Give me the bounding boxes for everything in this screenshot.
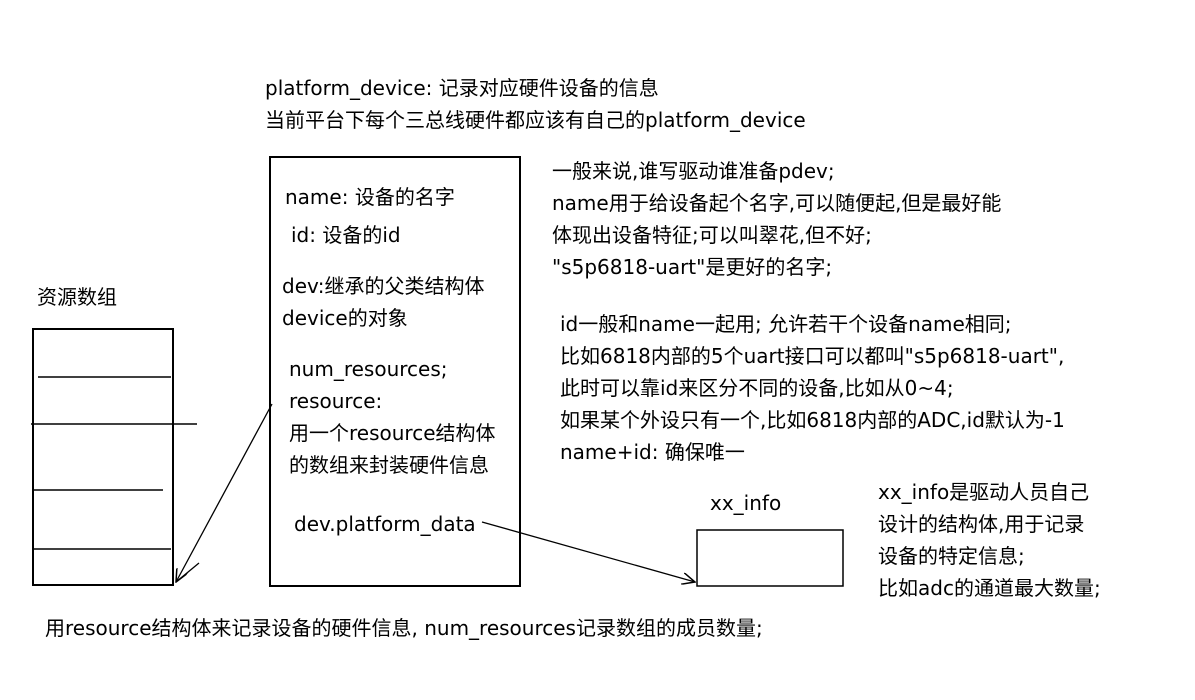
pdev-resource-desc-2: 的数组来封装硬件信息	[289, 453, 489, 477]
xx-info-note-line: xx_info是驱动人员自己	[878, 480, 1090, 504]
pdev-resource-desc-1: 用一个resource结构体	[289, 421, 496, 445]
pdev-dev-field: dev:继承的父类结构体	[282, 274, 485, 298]
id-note-line: 此时可以靠id来区分不同的设备,比如从0~4;	[560, 376, 954, 400]
resource-array-box	[32, 328, 174, 586]
pdev-resource-field: resource:	[289, 389, 383, 413]
xx-info-note-line: 比如adc的通道最大数量;	[878, 576, 1101, 600]
id-note-line: 如果某个外设只有一个,比如6818内部的ADC,id默认为-1	[560, 408, 1065, 432]
platform-data-arrow	[481, 521, 695, 582]
name-note: 一般来说,谁写驱动谁准备pdev; name用于给设备起个名字,可以随便起,但是…	[552, 155, 1001, 283]
name-note-line: 体现出设备特征;可以叫翠花,但不好;	[552, 223, 872, 247]
id-note: id一般和name一起用; 允许若干个设备name相同; 比如6818内部的5个…	[560, 308, 1065, 468]
xx-info-note-line: 设备的特定信息;	[878, 544, 1025, 568]
header-line-2: 当前平台下每个三总线硬件都应该有自己的platform_device	[265, 108, 806, 132]
header-line-1: platform_device: 记录对应硬件设备的信息	[265, 76, 659, 100]
resource-arrow-tail	[175, 562, 200, 583]
name-note-line: name用于给设备起个名字,可以随便起,但是最好能	[552, 191, 1002, 215]
platform-device-box	[269, 156, 521, 587]
pdev-num-resources-field: num_resources;	[289, 357, 448, 381]
id-note-line: 比如6818内部的5个uart接口可以都叫"s5p6818-uart",	[560, 344, 1065, 368]
resource-array-title: 资源数组	[37, 285, 117, 309]
xx-info-note-line: 设计的结构体,用于记录	[878, 512, 1085, 536]
pdev-dev-desc: device的对象	[282, 306, 408, 330]
pdev-name-field: name: 设备的名字	[285, 185, 455, 209]
xx-info-note: xx_info是驱动人员自己 设计的结构体,用于记录 设备的特定信息; 比如ad…	[878, 476, 1101, 604]
pdev-id-field: id: 设备的id	[291, 223, 401, 247]
name-note-line: 一般来说,谁写驱动谁准备pdev;	[552, 159, 835, 183]
id-note-line: id一般和name一起用; 允许若干个设备name相同;	[560, 312, 1012, 336]
xx-info-title: xx_info	[710, 491, 782, 515]
xx-info-box	[696, 529, 844, 587]
id-note-line: name+id: 确保唯一	[560, 440, 745, 464]
resource-arrow	[176, 403, 273, 582]
footer-note: 用resource结构体来记录设备的硬件信息, num_resources记录数…	[45, 616, 763, 640]
pdev-platform-data-field: dev.platform_data	[294, 512, 476, 536]
name-note-line: "s5p6818-uart"是更好的名字;	[552, 255, 833, 279]
